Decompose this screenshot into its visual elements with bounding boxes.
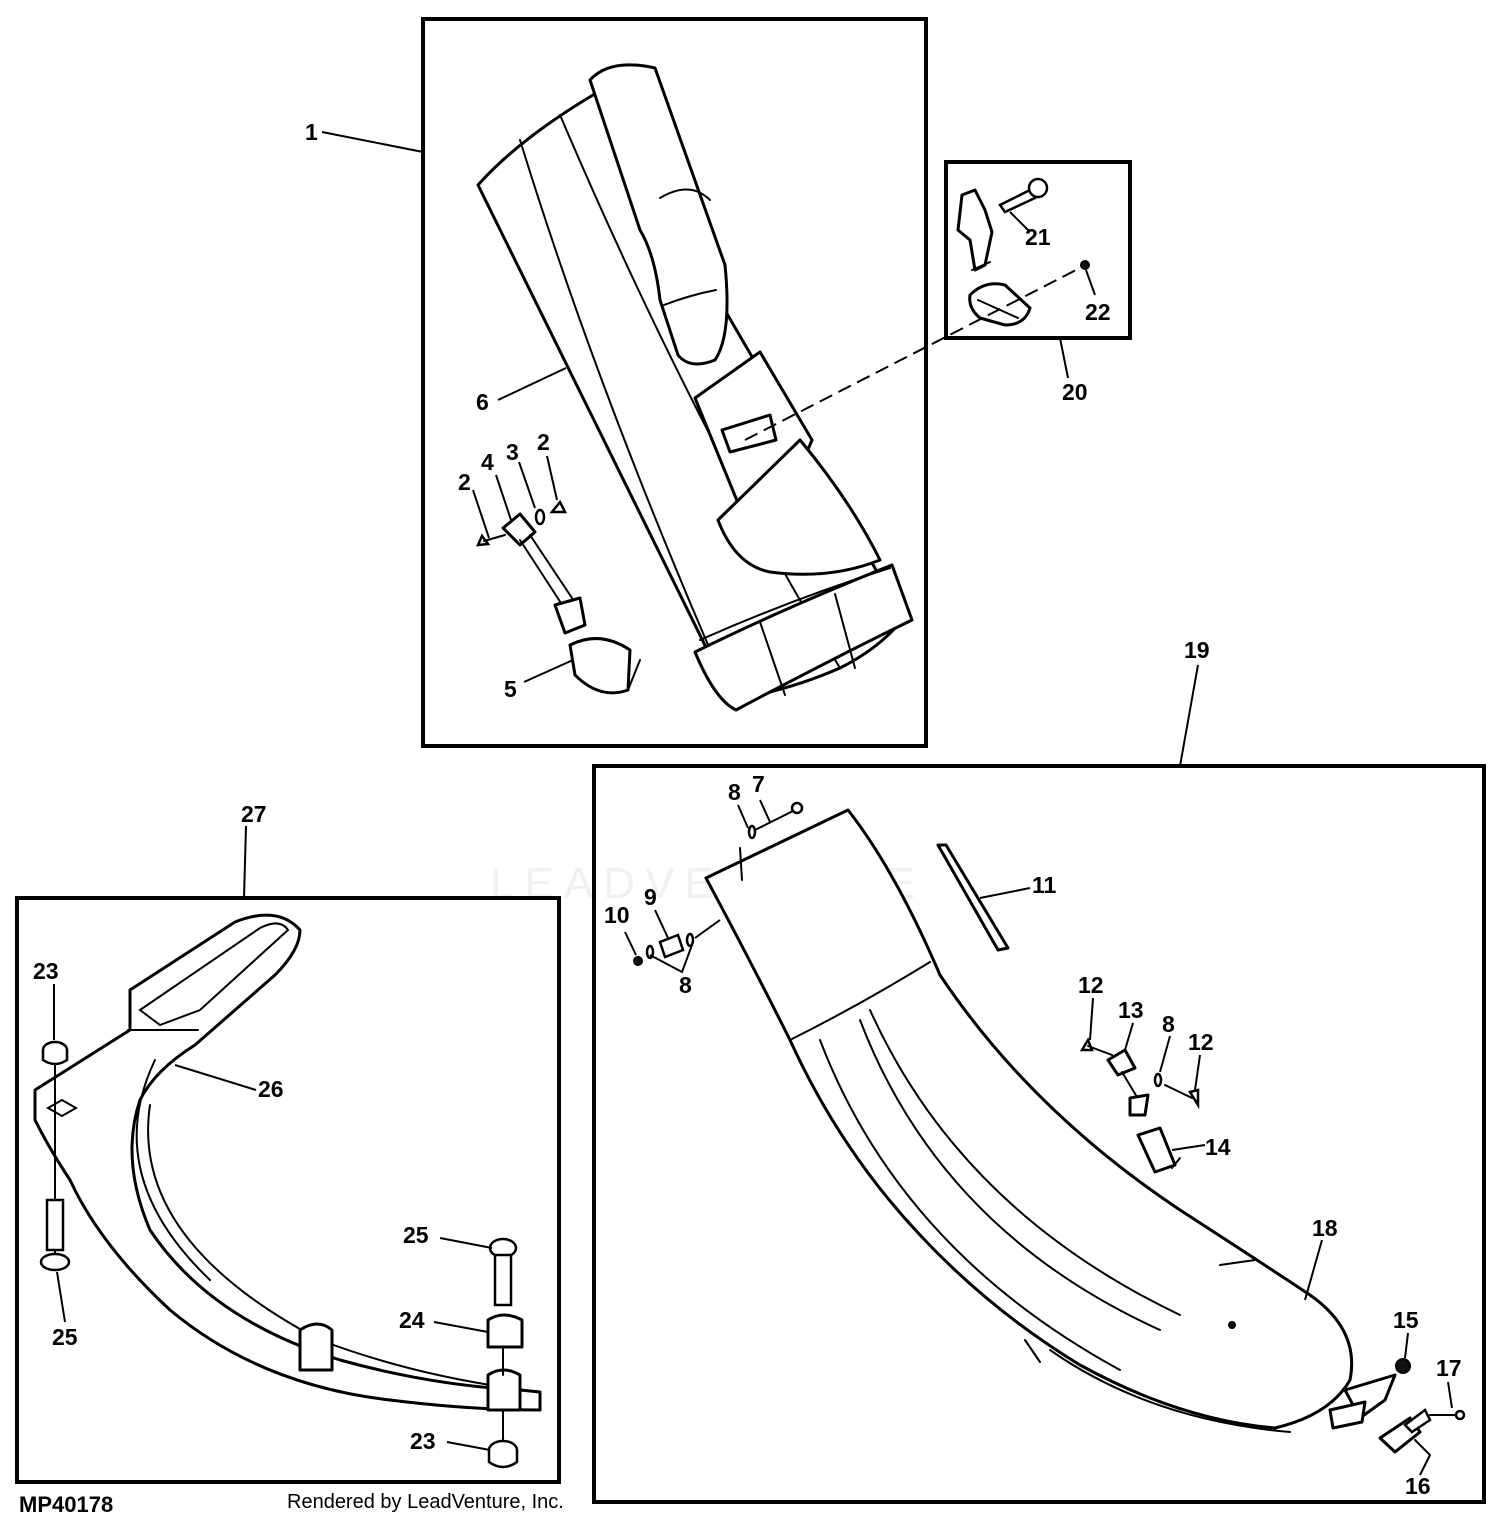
callout-10: 10 <box>604 902 630 928</box>
callout-12-left: 12 <box>1078 972 1104 998</box>
lower-chute-frame <box>592 764 1486 1504</box>
callout-23-top: 23 <box>33 958 59 984</box>
callout-26: 26 <box>258 1076 284 1102</box>
callout-24: 24 <box>399 1307 425 1333</box>
callout-25-right: 25 <box>403 1222 429 1248</box>
callout-19: 19 <box>1184 637 1210 663</box>
latch-parts-15-17 <box>1378 1358 1466 1456</box>
callout-1: 1 <box>305 119 318 145</box>
callout-13: 13 <box>1118 997 1144 1023</box>
upper-chute-frame <box>421 17 928 748</box>
bracket-kit-frame <box>15 896 561 1484</box>
bracket-hardware-parts-23-25 <box>39 1040 524 1469</box>
callout-21: 21 <box>1025 224 1051 250</box>
callout-7: 7 <box>752 771 765 797</box>
callout-8-left: 8 <box>679 972 692 998</box>
callout-2-right: 2 <box>537 429 550 455</box>
callout-8-right: 8 <box>1162 1011 1175 1037</box>
callout-14: 14 <box>1205 1134 1231 1160</box>
callout-20: 20 <box>1062 379 1088 405</box>
callout-25-left: 25 <box>52 1324 78 1350</box>
callout-27: 27 <box>241 801 267 827</box>
rod-assembly-parts-2-5 <box>475 499 641 695</box>
callout-23-bottom: 23 <box>410 1428 436 1454</box>
bracket-part-26 <box>33 913 542 1412</box>
callout-4: 4 <box>481 449 494 475</box>
leader-lines <box>53 131 1453 1476</box>
callout-18: 18 <box>1312 1215 1338 1241</box>
credit-line: Rendered by LeadVenture, Inc. <box>287 1491 564 1513</box>
deflector-knob-frame <box>944 160 1132 340</box>
deflector-knob-parts-20-22 <box>956 177 1090 327</box>
lower-chute-part-18 <box>704 808 1397 1433</box>
callout-6: 6 <box>476 389 489 415</box>
hardware-parts-7-10 <box>633 801 804 974</box>
rod-assembly-parts-12-14 <box>1079 1037 1200 1174</box>
callout-9: 9 <box>644 884 657 910</box>
callout-2-left: 2 <box>458 469 471 495</box>
callout-15: 15 <box>1393 1307 1419 1333</box>
callout-22: 22 <box>1085 299 1111 325</box>
figure-id: MP40178 <box>19 1492 113 1517</box>
callout-12-right: 12 <box>1188 1029 1214 1055</box>
upper-chute-part-6 <box>476 63 914 712</box>
callout-3: 3 <box>506 439 519 465</box>
callout-8-top: 8 <box>728 779 741 805</box>
callout-5: 5 <box>504 676 517 702</box>
callout-11: 11 <box>1032 872 1057 898</box>
callout-17: 17 <box>1436 1355 1462 1381</box>
wear-strip-part-11 <box>936 843 1010 952</box>
callout-16: 16 <box>1405 1473 1431 1499</box>
